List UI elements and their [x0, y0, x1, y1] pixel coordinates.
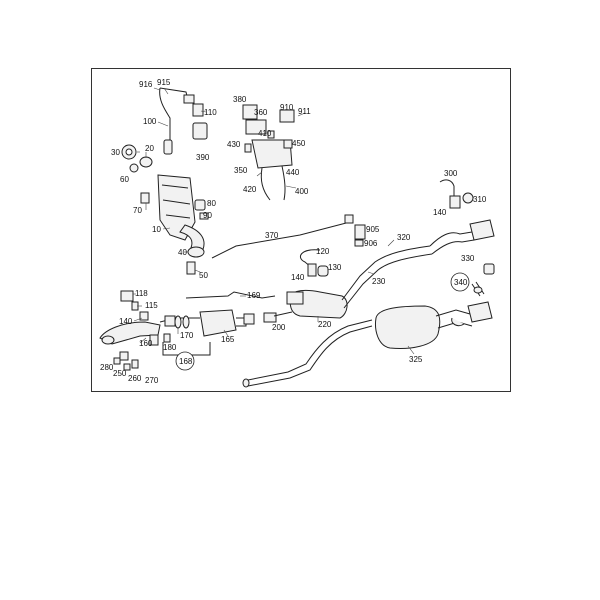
callout-330: 330 [461, 254, 475, 263]
callout-410: 410 [258, 129, 272, 138]
callout-165: 165 [221, 335, 235, 344]
callout-910: 910 [280, 103, 294, 112]
callout-140-front: 140 [119, 317, 133, 326]
callout-200: 200 [272, 323, 286, 332]
diagram-frame [91, 68, 511, 392]
callout-320: 320 [397, 233, 411, 242]
callout-260: 260 [128, 374, 142, 383]
callout-115: 115 [145, 301, 158, 310]
callout-90: 90 [203, 211, 212, 220]
callout-70: 70 [133, 206, 142, 215]
callout-400: 400 [295, 187, 309, 196]
callout-430: 430 [227, 140, 241, 149]
callout-20: 20 [145, 144, 154, 153]
callout-440: 440 [286, 168, 300, 177]
callout-60: 60 [120, 175, 129, 184]
callout-915: 915 [157, 78, 171, 87]
callout-100: 100 [143, 117, 157, 126]
callout-140-mid: 140 [291, 273, 305, 282]
callout-10: 10 [152, 225, 161, 234]
callout-118: 118 [135, 289, 148, 298]
callout-120: 120 [316, 247, 330, 256]
callout-280: 280 [100, 363, 114, 372]
callout-340: 340 [454, 278, 468, 287]
callout-450: 450 [292, 139, 306, 148]
callout-325: 325 [409, 355, 423, 364]
callout-350: 350 [234, 166, 248, 175]
callout-168-ring [175, 351, 195, 371]
callout-370: 370 [265, 231, 279, 240]
callout-110: 110 [204, 108, 217, 117]
callout-300: 300 [444, 169, 458, 178]
callout-140-rear: 140 [433, 208, 447, 217]
callout-310: 310 [473, 195, 487, 204]
callout-911: 911 [298, 107, 311, 116]
callout-50: 50 [199, 271, 208, 280]
callout-390: 390 [196, 153, 210, 162]
callout-160: 160 [139, 339, 153, 348]
leader-lines [133, 87, 415, 355]
callout-230: 230 [372, 277, 386, 286]
callout-170: 170 [180, 331, 194, 340]
callout-905: 905 [366, 225, 380, 234]
parts-drawings [99, 87, 495, 388]
callout-40: 40 [178, 248, 187, 257]
callout-220: 220 [318, 320, 332, 329]
callout-180: 180 [163, 343, 177, 352]
callout-169: 169 [247, 291, 261, 300]
callout-270: 270 [145, 376, 159, 385]
callout-250: 250 [113, 369, 127, 378]
callout-labels: 916 915 110 100 390 30 20 60 70 80 90 10… [100, 78, 487, 385]
callout-360: 360 [254, 108, 268, 117]
callout-80: 80 [207, 199, 216, 208]
callout-30: 30 [111, 148, 120, 157]
callout-340-ring [450, 272, 470, 292]
callout-906: 906 [364, 239, 378, 248]
callout-380: 380 [233, 95, 247, 104]
callout-916: 916 [139, 80, 153, 89]
callout-420: 420 [243, 185, 257, 194]
callout-130: 130 [328, 263, 342, 272]
callout-168: 168 [179, 357, 193, 366]
